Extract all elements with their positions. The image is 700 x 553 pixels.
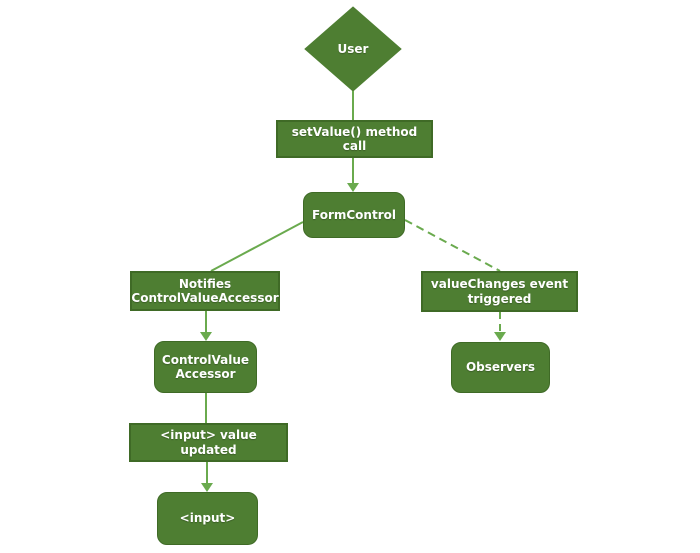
observers-node: Observers bbox=[451, 342, 550, 393]
input-node: <input> bbox=[157, 492, 258, 545]
edge-formcontrol-notifies bbox=[210, 221, 304, 272]
edge-formcontrol-valuechanges bbox=[404, 219, 501, 272]
arrowhead-observers bbox=[494, 332, 506, 341]
arrowhead-formcontrol bbox=[347, 183, 359, 192]
formcontrol-node: FormControl bbox=[303, 192, 405, 238]
setvalue-node: setValue() method call bbox=[276, 120, 433, 158]
notifies-cva-node: Notifies ControlValueAccessor bbox=[130, 271, 280, 311]
input-value-updated-node: <input> value updated bbox=[129, 423, 288, 462]
controlvalueaccessor-node: ControlValue Accessor bbox=[154, 341, 257, 393]
valuechanges-node: valueChanges event triggered bbox=[421, 271, 578, 312]
arrowhead-cva bbox=[200, 332, 212, 341]
user-node-label: User bbox=[337, 42, 369, 56]
arrowhead-input bbox=[201, 483, 213, 492]
